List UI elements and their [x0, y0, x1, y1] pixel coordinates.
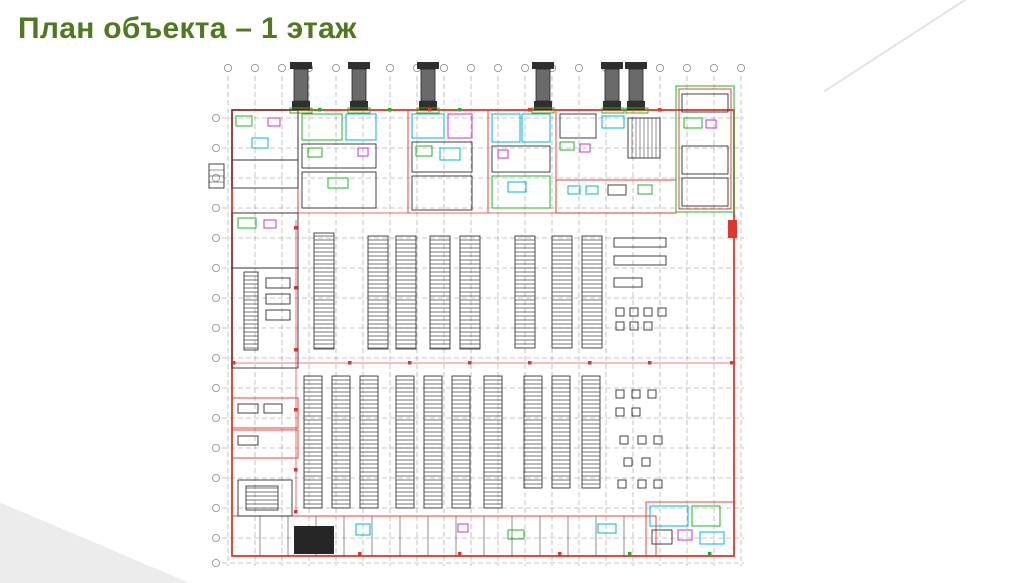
loading-docks [289, 61, 649, 114]
axis-bubbles [212, 64, 746, 567]
stair-block [237, 479, 293, 517]
right-top-block [675, 85, 737, 238]
corner-line-decoration [823, 0, 993, 93]
slide-title: План объекта – 1 этаж [18, 12, 357, 45]
corridor [555, 179, 677, 214]
upper-racks [313, 232, 667, 350]
left-annex [208, 163, 225, 189]
lower-racks [303, 375, 601, 509]
bottom-rooms [231, 515, 657, 557]
markers [232, 108, 734, 556]
floor-plan-drawing [208, 61, 746, 567]
left-rooms [231, 212, 299, 459]
display-islands [615, 389, 663, 489]
top-rooms [231, 109, 676, 214]
floor-plan [208, 58, 748, 573]
bottom-right-block [645, 501, 735, 557]
axis-grid [222, 76, 744, 566]
